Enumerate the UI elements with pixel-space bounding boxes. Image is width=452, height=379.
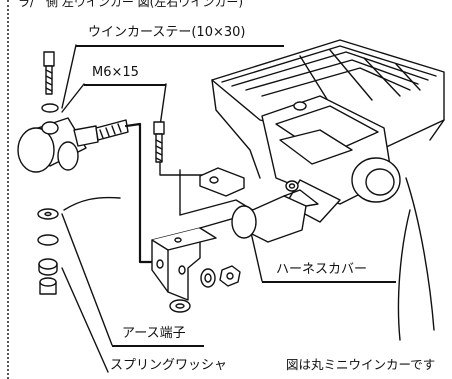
label-earth-terminal: アース端子: [122, 326, 186, 341]
label-winker-stay-underline: [76, 45, 284, 47]
leader-lines: [61, 44, 263, 373]
stay-mount-icon: [199, 167, 245, 197]
nut-icons: [169, 265, 241, 313]
bolt-guide-line: [159, 161, 211, 176]
harness-cover-icon: [231, 189, 319, 243]
label-harness-cover: ハーネスカバー: [276, 262, 368, 277]
caption: 図は丸ミニウインカーです: [286, 357, 436, 372]
washer-stack-icon: [37, 208, 59, 295]
fender-line: [405, 177, 435, 331]
page-edge-dotted-line: [7, 0, 9, 379]
label-bolt-underline: [84, 84, 166, 86]
header-text: ラ/ 側 左ウインカー 図(左右ウインカー): [18, 0, 244, 9]
label-spring-washer: スプリングワッシャ: [110, 358, 228, 373]
label-winker-stay: ウインカーステー(10×30): [88, 25, 246, 40]
m6-bolt-icon: [153, 121, 165, 163]
wire: [124, 122, 162, 264]
mini-winker-icon: [17, 117, 129, 173]
bracket-icon: [151, 227, 217, 301]
fender-line-2: [397, 209, 411, 341]
earth-wire: [63, 196, 121, 211]
label-earth-terminal-underline: [112, 345, 204, 347]
winker-bolt-icon: [43, 51, 55, 95]
washer-icon: [41, 103, 59, 113]
label-bolt: M6×15: [92, 65, 139, 80]
label-harness-cover-underline: [262, 281, 396, 283]
